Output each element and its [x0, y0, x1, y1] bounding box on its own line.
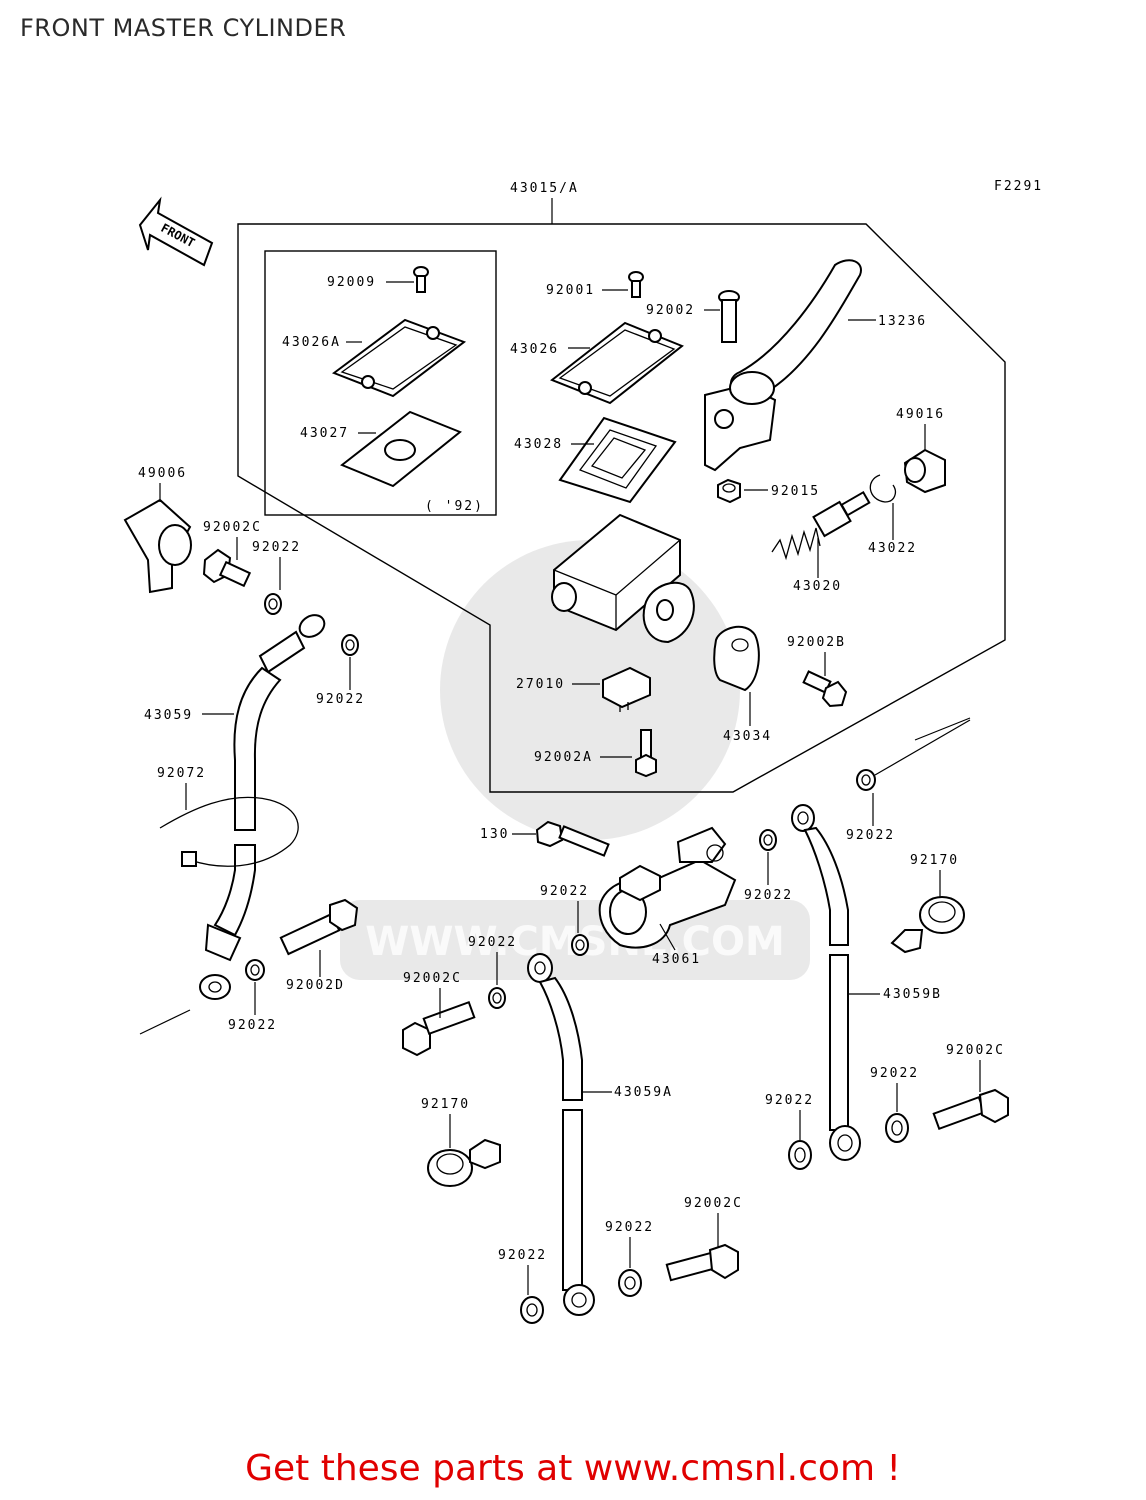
bolt-130: [535, 820, 610, 857]
screw-92009: [413, 266, 429, 293]
washer-92022-j: [618, 1269, 642, 1297]
label-92022-h: 92022: [870, 1066, 919, 1081]
label-43059B: 43059B: [883, 987, 942, 1002]
label-43026A: 43026A: [282, 335, 341, 350]
label-92002C-lower: 92002C: [684, 1196, 743, 1211]
label-92022-b: 92022: [316, 692, 365, 707]
year-note: ( '92): [425, 499, 484, 514]
label-92002B: 92002B: [787, 635, 846, 650]
nut-92015: [717, 478, 741, 504]
label-92001: 92001: [546, 283, 595, 298]
bolt-92002C-upper: [202, 548, 252, 588]
bolt-92002C-right: [932, 1088, 1009, 1131]
footer-link[interactable]: Get these parts at www.cmsnl.com !: [245, 1448, 901, 1489]
label-92170-lower: 92170: [421, 1097, 470, 1112]
diaphragm-43028: [558, 416, 677, 504]
cap-43026: [550, 321, 684, 405]
label-92002A: 92002A: [534, 750, 593, 765]
bolt-92002C-lower: [665, 1243, 739, 1282]
label-43059: 43059: [144, 708, 193, 723]
page-title: FRONT MASTER CYLINDER: [20, 14, 347, 42]
screw-92001: [628, 271, 644, 298]
bolt-92002C-mid: [402, 1000, 476, 1057]
label-92002C-mid: 92002C: [403, 971, 462, 986]
pin-92002: [718, 290, 740, 343]
label-43028: 43028: [514, 437, 563, 452]
washer-92022-h: [885, 1113, 909, 1143]
boot-49016: [903, 448, 946, 494]
washer-92022-i: [788, 1140, 812, 1170]
washer-92022-k: [520, 1296, 544, 1324]
hose-43059B: [791, 804, 861, 1161]
label-49006: 49006: [138, 466, 187, 481]
label-92022-c: 92022: [846, 828, 895, 843]
label-92022-d: 92022: [744, 888, 793, 903]
plate-43027: [340, 410, 462, 488]
label-43020: 43020: [793, 579, 842, 594]
label-92002C-right: 92002C: [946, 1043, 1005, 1058]
label-43022: 43022: [868, 541, 917, 556]
label-43061: 43061: [652, 952, 701, 967]
master-cylinder-body: [551, 513, 695, 644]
hose-43059: [139, 614, 326, 1035]
washer-92022-f: [245, 959, 265, 981]
banjo-92170-lower: [427, 1138, 501, 1187]
piston-43020: [771, 490, 871, 561]
label-92002C-upper: 92002C: [203, 520, 262, 535]
assembly-boundary: [237, 223, 1006, 793]
label-43059A: 43059A: [614, 1085, 673, 1100]
label-27010: 27010: [516, 677, 565, 692]
washer-92022-a: [264, 593, 282, 615]
washer-92022-d: [759, 829, 777, 851]
label-92022-j: 92022: [605, 1220, 654, 1235]
label-43034: 43034: [723, 729, 772, 744]
banjo-92170-upper: [890, 896, 965, 954]
circlip-43022: [869, 474, 896, 503]
switch-27010: [602, 666, 651, 712]
label-49016: 49016: [896, 407, 945, 422]
washer-92022-g: [488, 987, 506, 1009]
hose-43059A: [527, 953, 595, 1316]
cap-43026A: [331, 318, 467, 398]
bolt-92002B: [802, 670, 848, 708]
label-92015: 92015: [771, 484, 820, 499]
label-92009: 92009: [327, 275, 376, 290]
year-variant-box: [264, 250, 497, 516]
label-92170-upper: 92170: [910, 853, 959, 868]
figure-code: F2291: [994, 179, 1043, 194]
label-92022-i: 92022: [765, 1093, 814, 1108]
label-92072: 92072: [157, 766, 206, 781]
bolt-92002A: [635, 729, 657, 778]
lever-13236: [704, 259, 862, 472]
boot-49006: [123, 498, 192, 594]
front-direction-arrow: FRONT: [138, 196, 214, 267]
label-92002: 92002: [646, 303, 695, 318]
bolt-92002D: [279, 898, 359, 956]
washer-92022-b: [341, 634, 359, 656]
washer-92022-c: [856, 769, 876, 791]
label-92022-e: 92022: [540, 884, 589, 899]
label-92022-g: 92022: [468, 935, 517, 950]
label-92022-a: 92022: [252, 540, 301, 555]
label-92022-k: 92022: [498, 1248, 547, 1263]
label-92002D: 92002D: [286, 978, 345, 993]
washer-92022-e: [571, 934, 589, 956]
joint-43061: [598, 826, 737, 949]
label-43027: 43027: [300, 426, 349, 441]
label-43026: 43026: [510, 342, 559, 357]
label-43015A: 43015/A: [510, 181, 579, 196]
label-92022-f: 92022: [228, 1018, 277, 1033]
label-130: 130: [480, 827, 509, 842]
label-13236: 13236: [878, 314, 927, 329]
clamp-43034: [713, 625, 760, 692]
clamp-92072: [159, 796, 299, 867]
